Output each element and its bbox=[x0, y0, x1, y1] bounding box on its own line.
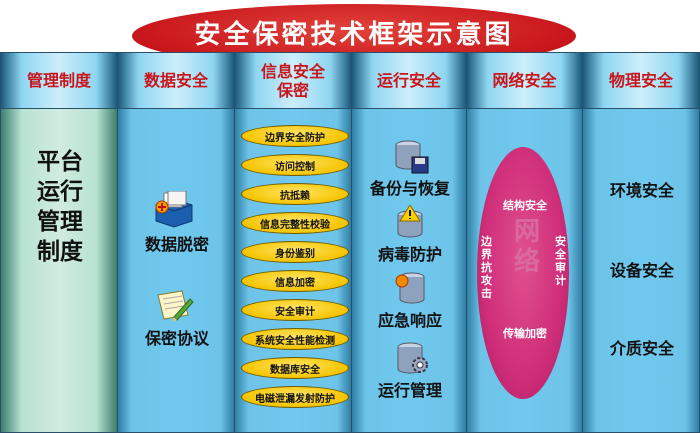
column-header: 信息安全 保密 bbox=[235, 53, 351, 109]
column-network-security: 网络安全 结构安全 网络 边界抗攻击 安全审计 传输加密 bbox=[466, 52, 583, 433]
column-data-security: 数据安全 数据脱密 保密协议 bbox=[117, 52, 235, 433]
warning-database-icon bbox=[397, 205, 423, 238]
operation-item-label: 备份与恢复 bbox=[369, 179, 450, 198]
operation-item-label: 病毒防护 bbox=[377, 245, 442, 264]
info-item: 系统安全性能检测 bbox=[241, 328, 349, 350]
management-text: 平台运行管理制度 bbox=[37, 149, 83, 265]
network-center-text: 网络 bbox=[514, 217, 541, 277]
physical-item-label: 环境安全 bbox=[609, 181, 674, 200]
data-item-label: 数据脱密 bbox=[144, 235, 209, 254]
column-body: 数据脱密 保密协议 bbox=[118, 109, 234, 432]
column-header: 管理制度 bbox=[1, 53, 117, 109]
column-header: 物理安全 bbox=[583, 53, 699, 109]
gear-database-icon bbox=[397, 342, 428, 374]
operation-item-label: 应急响应 bbox=[377, 311, 442, 330]
info-item: 边界安全防护 bbox=[241, 125, 349, 147]
diagram-title: 安全保密技术框架示意图 bbox=[194, 20, 514, 50]
network-ellipse bbox=[477, 147, 569, 399]
database-disk-icon bbox=[395, 140, 429, 174]
column-physical-security: 物理安全 环境安全 设备安全 介质安全 bbox=[582, 52, 700, 433]
column-body: 边界安全防护 访问控制 抗抵赖 信息完整性校验 身份鉴别 信息加密 安全审计 系… bbox=[235, 109, 351, 432]
column-header: 网络安全 bbox=[467, 53, 582, 109]
info-item: 电磁泄漏发射防护 bbox=[241, 386, 349, 408]
column-management: 管理制度 平台运行管理制度 bbox=[0, 52, 118, 433]
column-info-security: 信息安全 保密 边界安全防护 访问控制 抗抵赖 信息完整性校验 身份鉴别 信息加… bbox=[234, 52, 352, 433]
info-item: 信息完整性校验 bbox=[241, 212, 349, 234]
document-pen-icon bbox=[157, 290, 194, 322]
column-body: 备份与恢复 病毒防护 应急响应 运行管理 bbox=[352, 109, 466, 432]
info-item: 数据库安全 bbox=[241, 357, 349, 379]
column-body: 环境安全 设备安全 介质安全 bbox=[583, 109, 699, 432]
info-item: 抗抵赖 bbox=[241, 183, 349, 205]
network-item: 结构安全 bbox=[503, 199, 547, 212]
database-icon bbox=[155, 191, 193, 228]
network-item: 边界抗攻击 bbox=[481, 235, 492, 300]
info-item: 信息加密 bbox=[241, 270, 349, 292]
column-body: 结构安全 网络 边界抗攻击 安全审计 传输加密 bbox=[467, 109, 582, 432]
data-item-label: 保密协议 bbox=[144, 329, 209, 348]
physical-item-label: 介质安全 bbox=[609, 339, 674, 358]
physical-item-label: 设备安全 bbox=[609, 261, 674, 280]
column-header: 数据安全 bbox=[118, 53, 234, 109]
operation-item-label: 运行管理 bbox=[377, 381, 442, 400]
alert-database-icon bbox=[395, 272, 425, 304]
column-body: 平台运行管理制度 bbox=[1, 109, 117, 432]
network-item: 安全审计 bbox=[555, 235, 566, 287]
info-item: 访问控制 bbox=[241, 154, 349, 176]
network-item: 传输加密 bbox=[503, 327, 547, 340]
column-header: 运行安全 bbox=[352, 53, 466, 109]
info-item: 身份鉴别 bbox=[241, 241, 349, 263]
column-operation-security: 运行安全 备份与恢复 病毒防护 应急响应 运行管理 bbox=[351, 52, 467, 433]
info-item: 安全审计 bbox=[241, 299, 349, 321]
